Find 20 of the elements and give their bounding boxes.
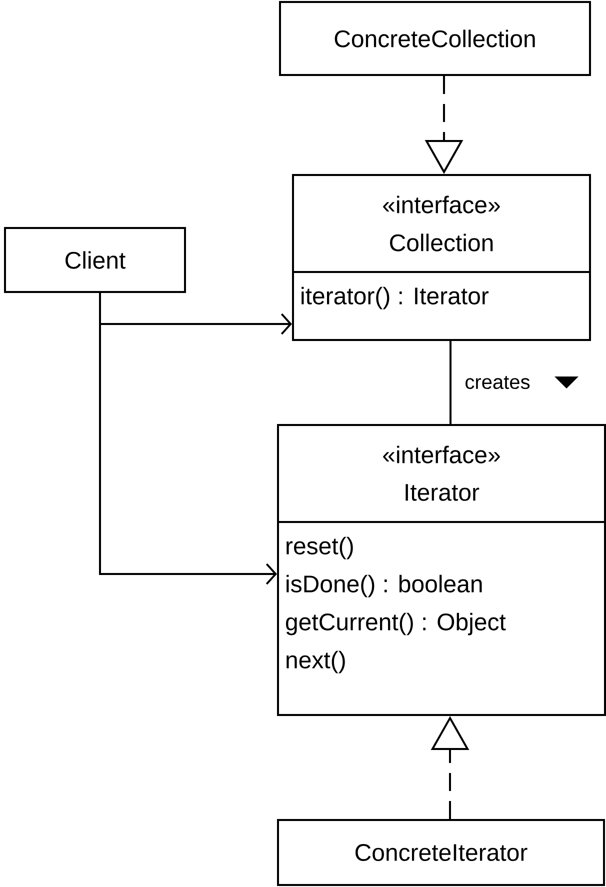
class-name: ConcreteIterator [356,844,528,861]
method-label: iterator() : Iterator [302,286,489,310]
class-name: ConcreteCollection [334,30,535,48]
stereotype-label: «interface» [383,446,500,464]
method-label: reset() [286,536,353,560]
class-name: Collection [390,234,493,252]
class-box [292,174,591,341]
method-label: getCurrent() : Object [286,612,506,636]
class-box [277,424,606,716]
edge-label: creates [464,374,532,390]
association-line [450,341,452,424]
class-box [4,227,186,293]
association-arrow [99,293,277,585]
stereotype-label: «interface» [383,196,500,214]
class-name: Client [66,251,126,269]
method-label: isDone() : boolean [286,574,482,598]
class-box [279,1,591,76]
class-box [277,819,605,886]
method-label: next() [286,650,345,674]
class-name: Iterator [406,484,480,501]
